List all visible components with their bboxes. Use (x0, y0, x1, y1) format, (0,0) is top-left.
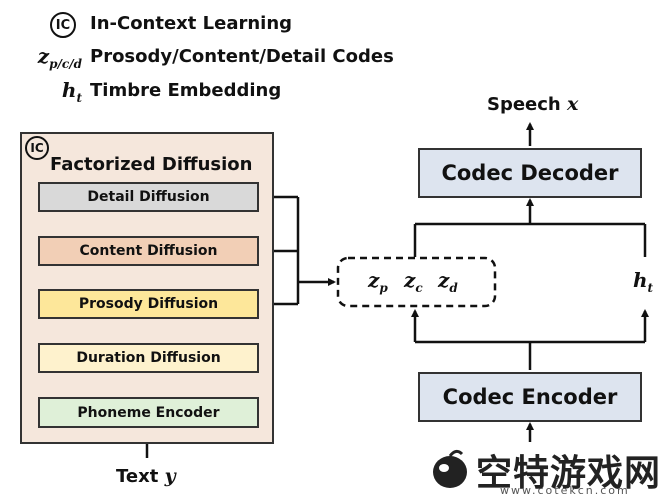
codes-box (336, 256, 497, 308)
panel-title: Factorized Diffusion (50, 154, 253, 175)
phoneme-encoder-block: Phoneme Encoder (38, 397, 259, 428)
output-variable: x (567, 93, 579, 115)
legend-codes: Prosody/Content/Detail Codes (90, 46, 394, 67)
input-text-label: Text y (116, 465, 176, 487)
code-zd: zd (438, 268, 458, 295)
output-speech-label: Speech x (487, 93, 579, 115)
prosody-diffusion-block: Prosody Diffusion (38, 289, 259, 319)
legend-timbre-symbol: ht (61, 78, 82, 105)
code-zp: zp (368, 268, 388, 295)
input-variable: y (164, 465, 176, 487)
code-zc: zc (404, 268, 423, 295)
timbre-embedding: ht (633, 268, 654, 295)
legend-timbre: Timbre Embedding (90, 80, 282, 101)
legend-code-symbol: zp/c/d (37, 44, 82, 71)
content-diffusion-block: Content Diffusion (38, 236, 259, 266)
ic-legend-icon: IC (50, 12, 76, 38)
watermark-url: www.cotekcn.com (500, 484, 630, 497)
duration-diffusion-block: Duration Diffusion (38, 343, 259, 373)
codec-encoder-block: Codec Encoder (418, 372, 642, 422)
watermark-logo-icon (433, 449, 467, 488)
watermark-text: 空特游戏网 (476, 453, 662, 494)
detail-diffusion-block: Detail Diffusion (38, 182, 259, 212)
ic-panel-icon: IC (25, 136, 49, 160)
codec-decoder-block: Codec Decoder (418, 148, 642, 198)
legend-in-context-learning: In-Context Learning (90, 13, 293, 34)
